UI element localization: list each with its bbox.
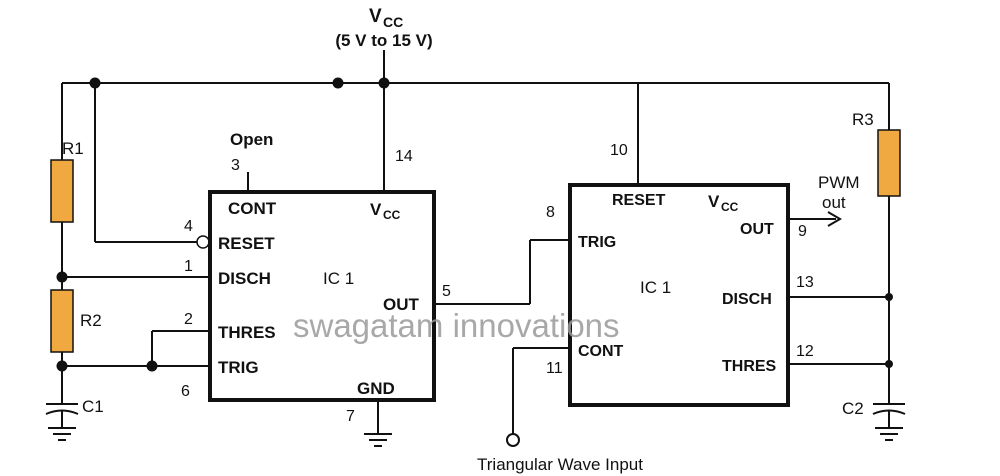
ic-left-vcc-sub: CC [383, 208, 401, 222]
ic-right-vcc: V [708, 192, 720, 211]
pin-12-label: 12 [796, 343, 814, 360]
ic-left-vcc: V [370, 200, 382, 219]
ic-left-gnd: GND [357, 379, 395, 398]
triangular-input-label: Triangular Wave Input [477, 455, 643, 474]
ic-left-reset: RESET [218, 234, 275, 253]
ic-right-thres: THRES [722, 358, 777, 375]
reset-inversion-bubble [196, 235, 210, 249]
resistor-r1-label: R1 [62, 139, 84, 158]
wires [61, 50, 890, 434]
ic-right-cont: CONT [578, 343, 624, 360]
junction-dots [56, 77, 893, 372]
ic-right-out: OUT [740, 221, 774, 238]
resistor-r2 [50, 289, 74, 353]
ic-left-out: OUT [383, 295, 420, 314]
pin-10-label: 10 [610, 142, 628, 159]
ic-right-trig: TRIG [578, 234, 616, 251]
capacitor-c2 [872, 403, 906, 428]
pin-1-label: 1 [184, 258, 193, 275]
pin-13-label: 13 [796, 274, 814, 291]
capacitor-c1-label: C1 [82, 397, 104, 416]
ic-left-cont: CONT [228, 199, 277, 218]
ground-symbol-c2 [875, 427, 903, 441]
capacitor-c2-label: C2 [842, 399, 864, 418]
pin-5-label: 5 [442, 283, 451, 300]
pin-7-label: 7 [346, 408, 355, 425]
pin-3-label: 3 [231, 157, 240, 174]
vcc-supply-sub: CC [383, 14, 403, 30]
pin-8-label: 8 [546, 204, 555, 221]
pin-4-label: 4 [184, 218, 193, 235]
ic-right-reset: RESET [612, 192, 666, 209]
ground-symbol-c1 [48, 427, 76, 441]
pwm-out-label-line1: PWM [818, 173, 860, 192]
pin-11-label: 11 [546, 360, 563, 377]
pin-14-label: 14 [395, 148, 413, 165]
resistor-r3 [877, 129, 901, 197]
cont-open-label: Open [230, 130, 273, 149]
ground-symbol-ic-left [364, 433, 392, 447]
pwm-out-label-line2: out [822, 193, 846, 212]
pin-9-label: 9 [798, 223, 807, 240]
ic-left-name: IC 1 [323, 269, 354, 288]
resistor-r1 [50, 159, 74, 223]
pin-6-label: 6 [181, 383, 190, 400]
vcc-supply-range: (5 V to 15 V) [335, 31, 432, 50]
vcc-supply-label: V [369, 6, 382, 27]
watermark-text: swagatam innovations [293, 307, 620, 344]
resistor-r2-label: R2 [80, 311, 102, 330]
ic-right-body [568, 183, 790, 407]
input-terminal [506, 433, 520, 447]
pin-2-label: 2 [184, 311, 193, 328]
ic-left-trig: TRIG [218, 358, 259, 377]
ic-left-body [208, 190, 436, 402]
ic-left-thres: THRES [218, 323, 276, 342]
ic-right-name: IC 1 [640, 278, 671, 297]
ic-left-disch: DISCH [218, 269, 271, 288]
capacitor-c1 [45, 403, 79, 428]
ic-right-disch: DISCH [722, 291, 772, 308]
ic-right-vcc-sub: CC [721, 200, 739, 214]
resistor-r3-label: R3 [852, 110, 874, 129]
